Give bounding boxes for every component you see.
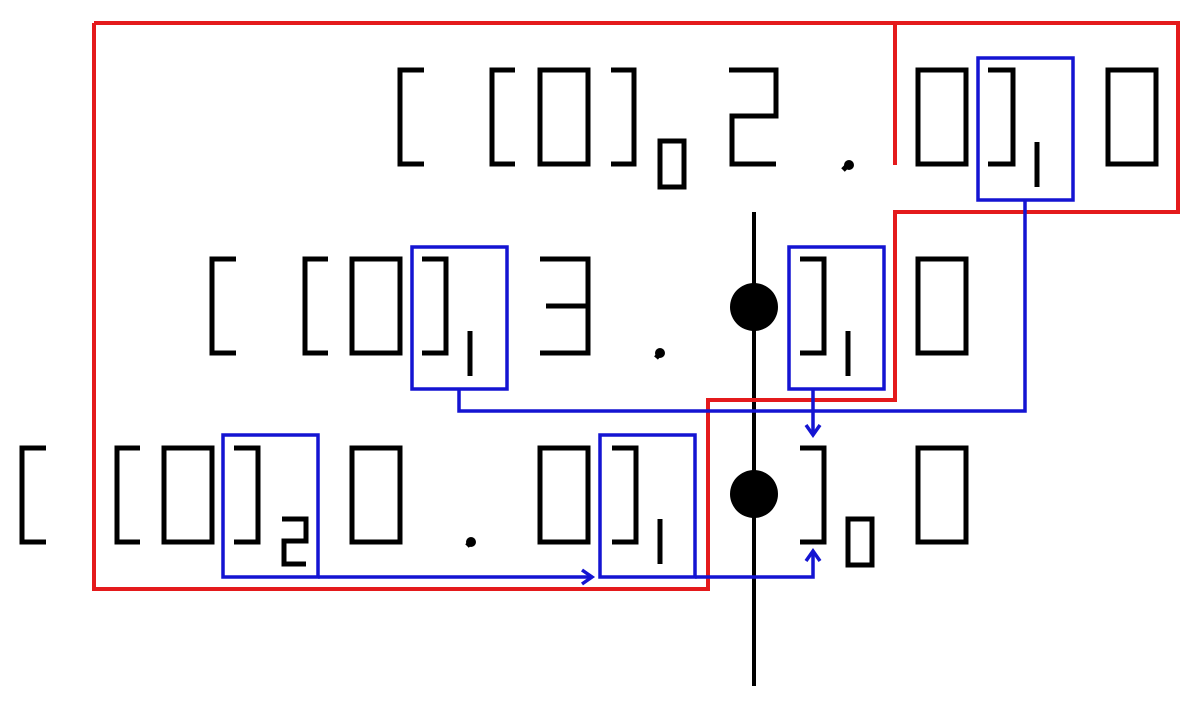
row-2-close-bracket-b [800, 256, 827, 356]
blue-arrowhead-right [580, 568, 596, 586]
blue-box-row-3-left [221, 433, 320, 579]
blue-arrowhead-up [804, 547, 822, 563]
row-3-box-digit-b [349, 445, 403, 545]
row-3-close-bracket-c [800, 445, 827, 545]
row-3-subscript-2 [281, 516, 309, 567]
row-2-open-bracket-outer [209, 256, 236, 356]
row-3-box-digit-d [915, 445, 969, 545]
row-1-open-bracket-inner [489, 67, 515, 167]
row-2-open-bracket-inner [302, 256, 328, 356]
blue-arrowhead-down [804, 423, 822, 439]
row-1-open-bracket-outer [397, 67, 424, 167]
row-1-period-dot [844, 160, 854, 170]
row-3-box-digit-c [537, 445, 591, 545]
blue-link-row-1-to-row-2 [457, 200, 1027, 413]
row-2 [209, 256, 969, 376]
row-3 [19, 445, 969, 568]
row-2-box-digit [349, 256, 403, 356]
row-2-close-bracket [422, 256, 449, 356]
blue-link-row-3-up [695, 553, 815, 579]
row-3-subscript-0 [845, 516, 875, 568]
row-3-open-bracket-inner [114, 445, 140, 545]
row-3-period-dot [466, 537, 476, 547]
row-1 [397, 67, 1159, 190]
row-3-close-bracket-b [612, 445, 639, 545]
red-frame-outline [92, 21, 1180, 591]
separator-marker-upper [730, 283, 778, 331]
row-1-box-digit [537, 67, 591, 167]
row-1-box-digit-b [915, 67, 969, 167]
row-2-box-digit-c [915, 256, 969, 356]
row-1-close-bracket-b [988, 67, 1016, 167]
blue-box-row-2-right [787, 245, 886, 391]
blue-box-row-3-right [598, 433, 697, 579]
row-1-subscript-0 [657, 138, 687, 190]
separator-marker-lower [730, 470, 778, 518]
row-1-box-digit-c [1105, 67, 1159, 167]
row-3-close-bracket [234, 445, 261, 545]
blue-links [221, 56, 1075, 586]
row-1-close-bracket [611, 67, 637, 167]
row-2-period-dot [655, 348, 665, 358]
row-3-open-bracket-outer [19, 445, 46, 545]
row-2-digit-3 [540, 256, 591, 356]
row-1-digit-2 [729, 67, 779, 167]
row-3-box-digit [161, 445, 215, 545]
